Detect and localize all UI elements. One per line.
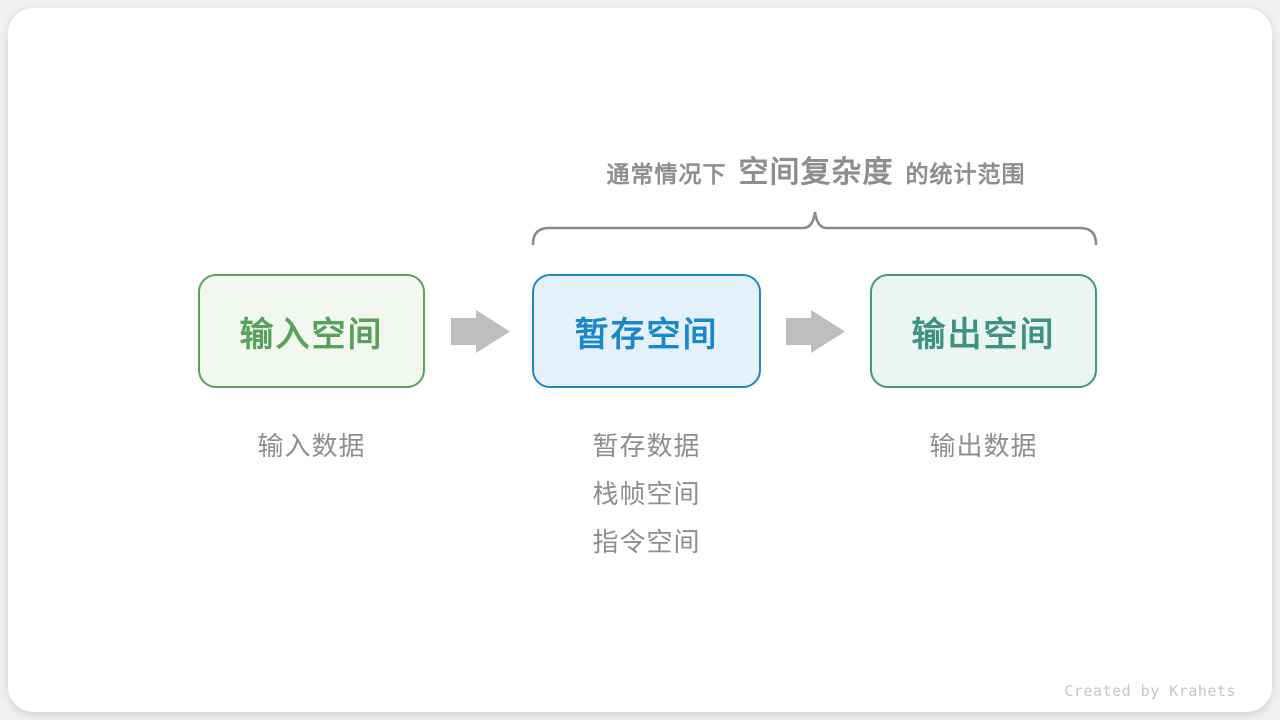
caption-line: 指令空间: [592, 527, 701, 557]
caption-line: 输入数据: [257, 431, 366, 461]
brace-path: [531, 211, 1098, 246]
temporary-space-caption: 暂存数据 栈帧空间 指令空间: [532, 422, 761, 566]
arrow-right-icon: [451, 310, 510, 353]
temporary-space-box: 暂存空间: [532, 274, 761, 388]
input-space-label: 输入空间: [239, 315, 384, 354]
diagram-title: 通常情况下空间复杂度的统计范围: [491, 149, 1141, 197]
input-space-box: 输入空间: [198, 274, 425, 388]
caption-line: 暂存数据: [592, 431, 701, 461]
title-suffix: 的统计范围: [905, 161, 1026, 187]
scope-brace: [531, 211, 1098, 246]
temporary-space-label: 暂存空间: [574, 315, 719, 354]
arrow-shape: [451, 310, 510, 353]
caption-line: 输出数据: [929, 431, 1038, 461]
credit-text: Created by Krahets: [1064, 682, 1236, 700]
arrow-right-icon: [786, 310, 845, 353]
output-space-box: 输出空间: [870, 274, 1097, 388]
diagram-card: 通常情况下空间复杂度的统计范围 输入空间 暂存空间 输出空间 输入数据 暂存数据…: [8, 8, 1272, 712]
output-space-label: 输出空间: [911, 315, 1056, 354]
arrow-shape: [786, 310, 845, 353]
output-space-caption: 输出数据: [870, 422, 1097, 470]
input-space-caption: 输入数据: [198, 422, 425, 470]
title-prefix: 通常情况下: [606, 161, 727, 187]
caption-line: 栈帧空间: [592, 479, 701, 509]
title-emphasis: 空间复杂度: [738, 156, 894, 189]
